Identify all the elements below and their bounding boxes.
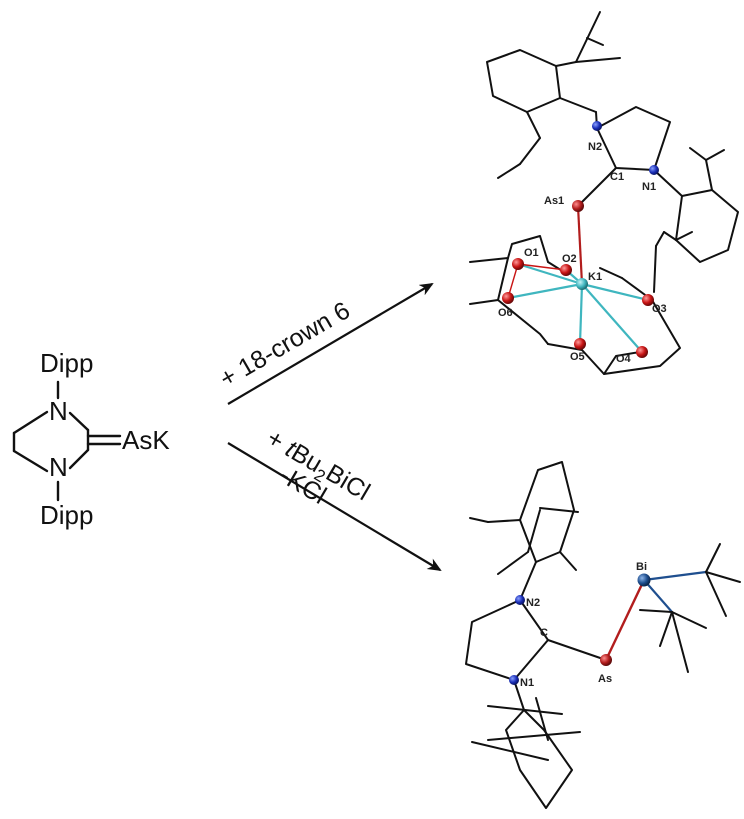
label-o3: O3 [652, 303, 667, 315]
coordination-bonds [507, 205, 649, 353]
ring-bond [12, 449, 49, 473]
label-o5: O5 [570, 351, 585, 363]
lower-aryl-group [653, 147, 739, 293]
arrow-top-label: + 18-crown 6 [215, 296, 355, 393]
atom-o2 [560, 264, 572, 276]
label-k1: K1 [588, 271, 602, 283]
atom-o3 [642, 294, 654, 306]
label-o1: O1 [524, 247, 539, 259]
atom-n2-bottom [515, 595, 525, 605]
atom-k1 [576, 278, 588, 290]
label-as1: As1 [544, 195, 564, 207]
upper-aryl-group [486, 11, 621, 179]
label-n1-bottom: N1 [520, 677, 534, 689]
ring-bond [12, 410, 49, 435]
reaction-arrows: + 18-crown 6 + tBu2BiCl -KCl [215, 282, 442, 572]
dipp-top-label: Dipp [40, 348, 93, 378]
label-o4: O4 [616, 353, 632, 365]
nitrogen-top-label: N [49, 396, 68, 426]
label-n1-top: N1 [642, 181, 656, 193]
product-top-structure: N2 C1 N1 As1 K1 O1 O2 O3 O4 O5 O6 [469, 11, 739, 375]
label-o6: O6 [498, 307, 513, 319]
arrow-top [227, 282, 434, 405]
upper-aryl-group-bottom [469, 461, 579, 601]
label-n2-top: N2 [588, 141, 602, 153]
atom-n1-bottom [509, 675, 519, 685]
reactant-structure: Dipp N AsK N Dipp [12, 348, 170, 530]
label-c1: C1 [610, 171, 624, 183]
label-o2: O2 [562, 253, 577, 265]
atom-bi [637, 573, 651, 587]
tert-butyl-groups [639, 543, 741, 673]
label-as: As [598, 673, 612, 685]
label-bi: Bi [636, 561, 647, 573]
crown-ether-framework [469, 235, 681, 375]
product-bottom-structure: N2 C N1 As Bi [465, 461, 741, 809]
label-c: C [540, 627, 548, 639]
atom-o6 [502, 292, 514, 304]
atom-o4 [636, 346, 648, 358]
atom-n1-top [649, 165, 659, 175]
atom-as1 [572, 200, 584, 212]
atom-o1 [512, 258, 524, 270]
ring-bond [68, 448, 90, 470]
ring-bond [68, 411, 90, 432]
dipp-bottom-label: Dipp [40, 500, 93, 530]
lower-aryl-group-bottom [471, 679, 581, 809]
atom-n2-top [592, 121, 602, 131]
atom-as [600, 654, 612, 666]
ask-label: AsK [122, 425, 170, 455]
arrow-bottom [227, 442, 442, 572]
label-n2-bottom: N2 [526, 597, 540, 609]
nitrogen-bottom-label: N [49, 452, 68, 482]
atom-o5 [574, 338, 586, 350]
